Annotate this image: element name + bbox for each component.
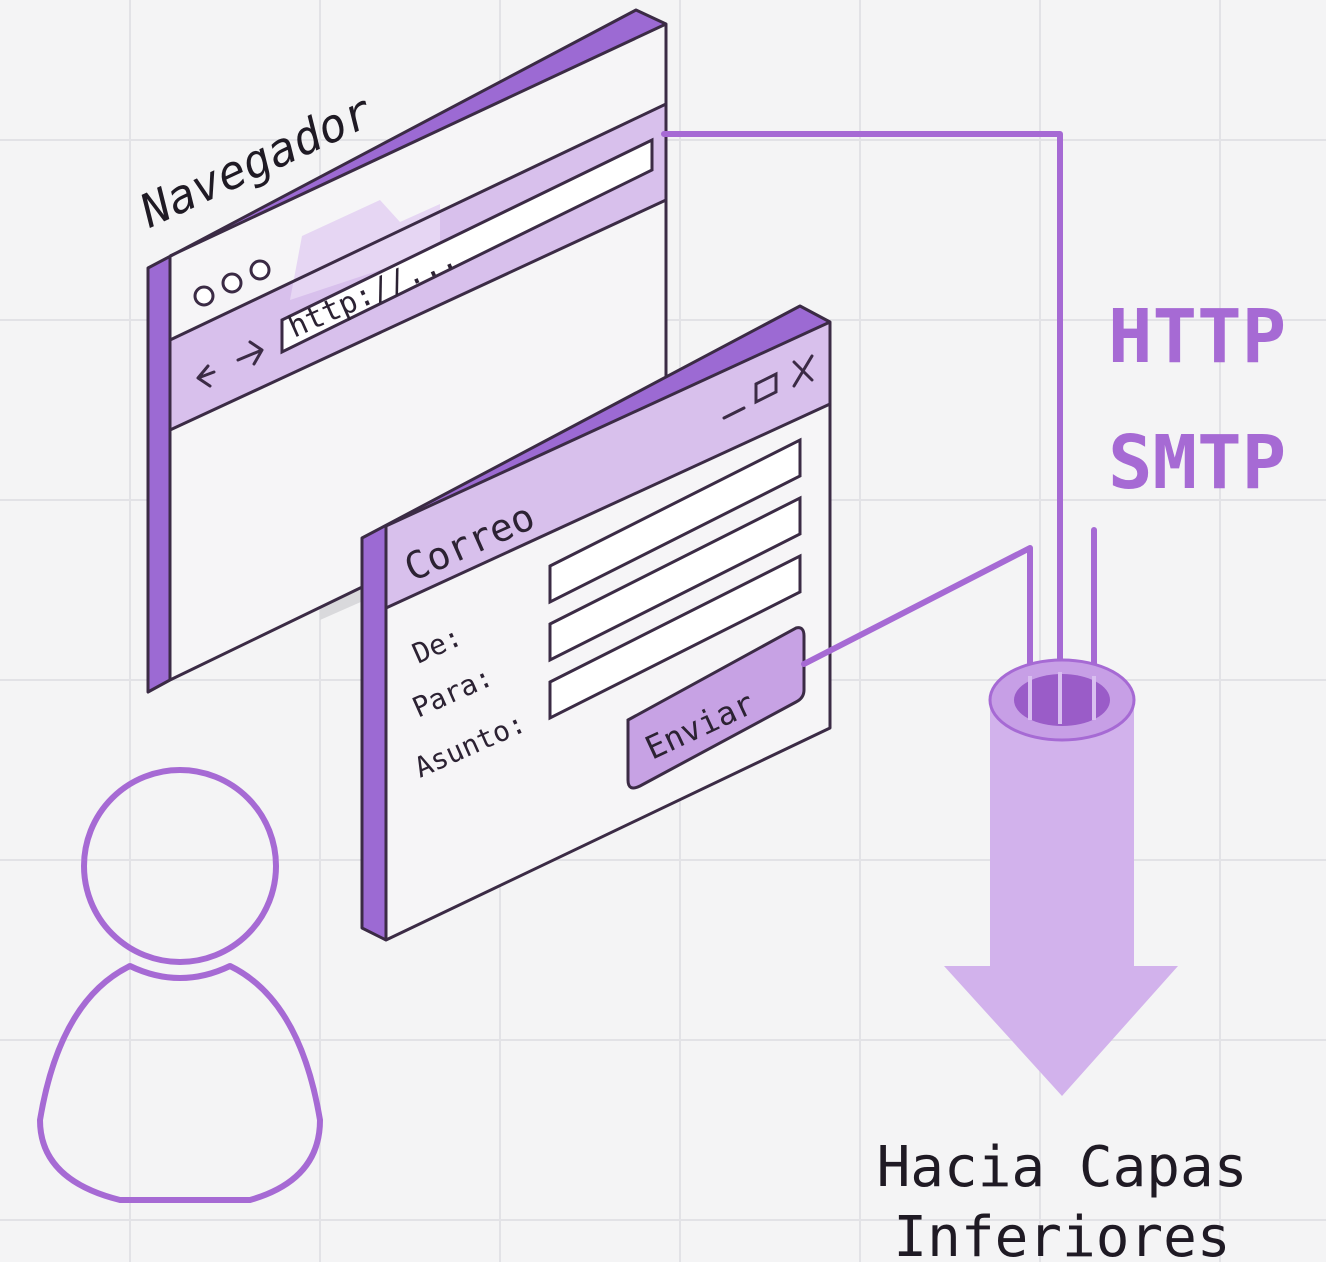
mail-titlebar — [386, 322, 830, 608]
forward-arrow-icon[interactable] — [236, 340, 264, 366]
http-connection-line — [661, 131, 1063, 711]
mail-field-asunto[interactable] — [548, 553, 802, 721]
browser-tab — [290, 200, 440, 300]
destination-line2: Inferiores — [893, 1205, 1230, 1262]
mail-top-edge — [362, 306, 830, 538]
user-icon — [37, 767, 323, 1203]
destination-line1: Hacia Capas — [877, 1135, 1248, 1200]
mail-window: Correo De: Para: Asunto: Enviar — [360, 304, 832, 942]
maximize-icon[interactable] — [754, 371, 778, 405]
back-arrow-icon[interactable] — [196, 364, 216, 388]
protocol-smtp: SMTP — [1108, 420, 1286, 506]
three-dots-icon — [193, 259, 271, 307]
mail-field-de[interactable] — [548, 437, 802, 605]
down-arrow-body — [944, 700, 1178, 1096]
browser-address-bar[interactable] — [280, 137, 654, 355]
send-button[interactable] — [626, 626, 806, 790]
close-icon[interactable] — [792, 354, 814, 388]
browser-edge — [148, 256, 170, 692]
protocol-http: HTTP — [1108, 294, 1286, 380]
mail-field-para[interactable] — [548, 495, 802, 663]
browser-top-edge — [148, 10, 666, 268]
pipe-arrow — [944, 658, 1178, 1096]
mail-outline — [360, 304, 832, 942]
smtp-connection-line — [801, 545, 1033, 711]
minimize-icon[interactable] — [722, 406, 746, 420]
mail-edge — [362, 526, 386, 940]
